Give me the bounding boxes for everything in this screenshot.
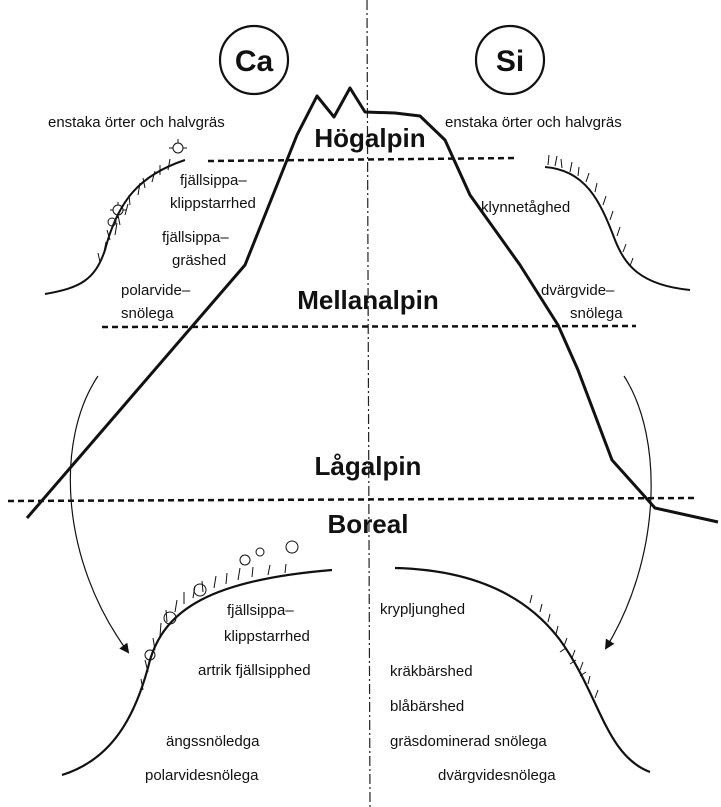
- right-lower-label-3: blåbärshed: [390, 698, 464, 715]
- zone-label-high: Högalpin: [314, 123, 425, 153]
- upper-left-slope: [45, 160, 185, 294]
- ca-symbol: Ca: [235, 45, 274, 78]
- left-upper-label-1a: fjällsippa–: [180, 172, 247, 189]
- right-arrow: [606, 376, 651, 648]
- right-upper-label-2b: snölega: [570, 305, 623, 322]
- right-upper-label-2a: dvärgvide–: [541, 282, 615, 299]
- left-upper-label-2b: gräshed: [172, 252, 226, 269]
- zone-label-middle: Mellanalpin: [297, 285, 439, 315]
- zone-label-low: Lågalpin: [315, 451, 422, 481]
- right-upper-top-label: enstaka örter och halvgräs: [445, 114, 622, 131]
- left-arrow: [70, 376, 128, 652]
- left-upper-label-3b: snölega: [121, 305, 174, 322]
- right-lower-label-1: krypljunghed: [380, 601, 465, 618]
- right-lower-label-4: gräsdominerad snölega: [390, 733, 547, 750]
- left-lower-label-4: polarvidesnölega: [145, 767, 259, 784]
- right-lower-label-5: dvärgvidesnölega: [438, 767, 556, 784]
- boreal-boundary-line: [8, 498, 694, 501]
- zone-label-boreal: Boreal: [328, 509, 409, 539]
- upper-right-slope: [545, 167, 690, 290]
- left-lower-label-1a: fjällsippa–: [227, 602, 294, 619]
- left-lower-label-2: artrik fjällsipphed: [198, 662, 311, 679]
- left-upper-top-label: enstaka örter och halvgräs: [48, 114, 225, 131]
- si-symbol: Si: [496, 45, 524, 78]
- left-upper-label-3a: polarvide–: [121, 282, 191, 299]
- left-lower-label-1b: klippstarrhed: [224, 628, 310, 645]
- right-lower-label-2: kräkbärshed: [390, 663, 473, 680]
- right-upper-label-1: klynnetåghed: [481, 199, 570, 216]
- left-lower-label-3: ängssnöledga: [166, 733, 260, 750]
- high-boundary-line: [208, 158, 518, 161]
- left-upper-label-2a: fjällsippa–: [162, 229, 229, 246]
- left-upper-label-1b: klippstarrhed: [170, 195, 256, 212]
- middle-boundary-line: [102, 326, 636, 327]
- center-divider: [367, 0, 370, 807]
